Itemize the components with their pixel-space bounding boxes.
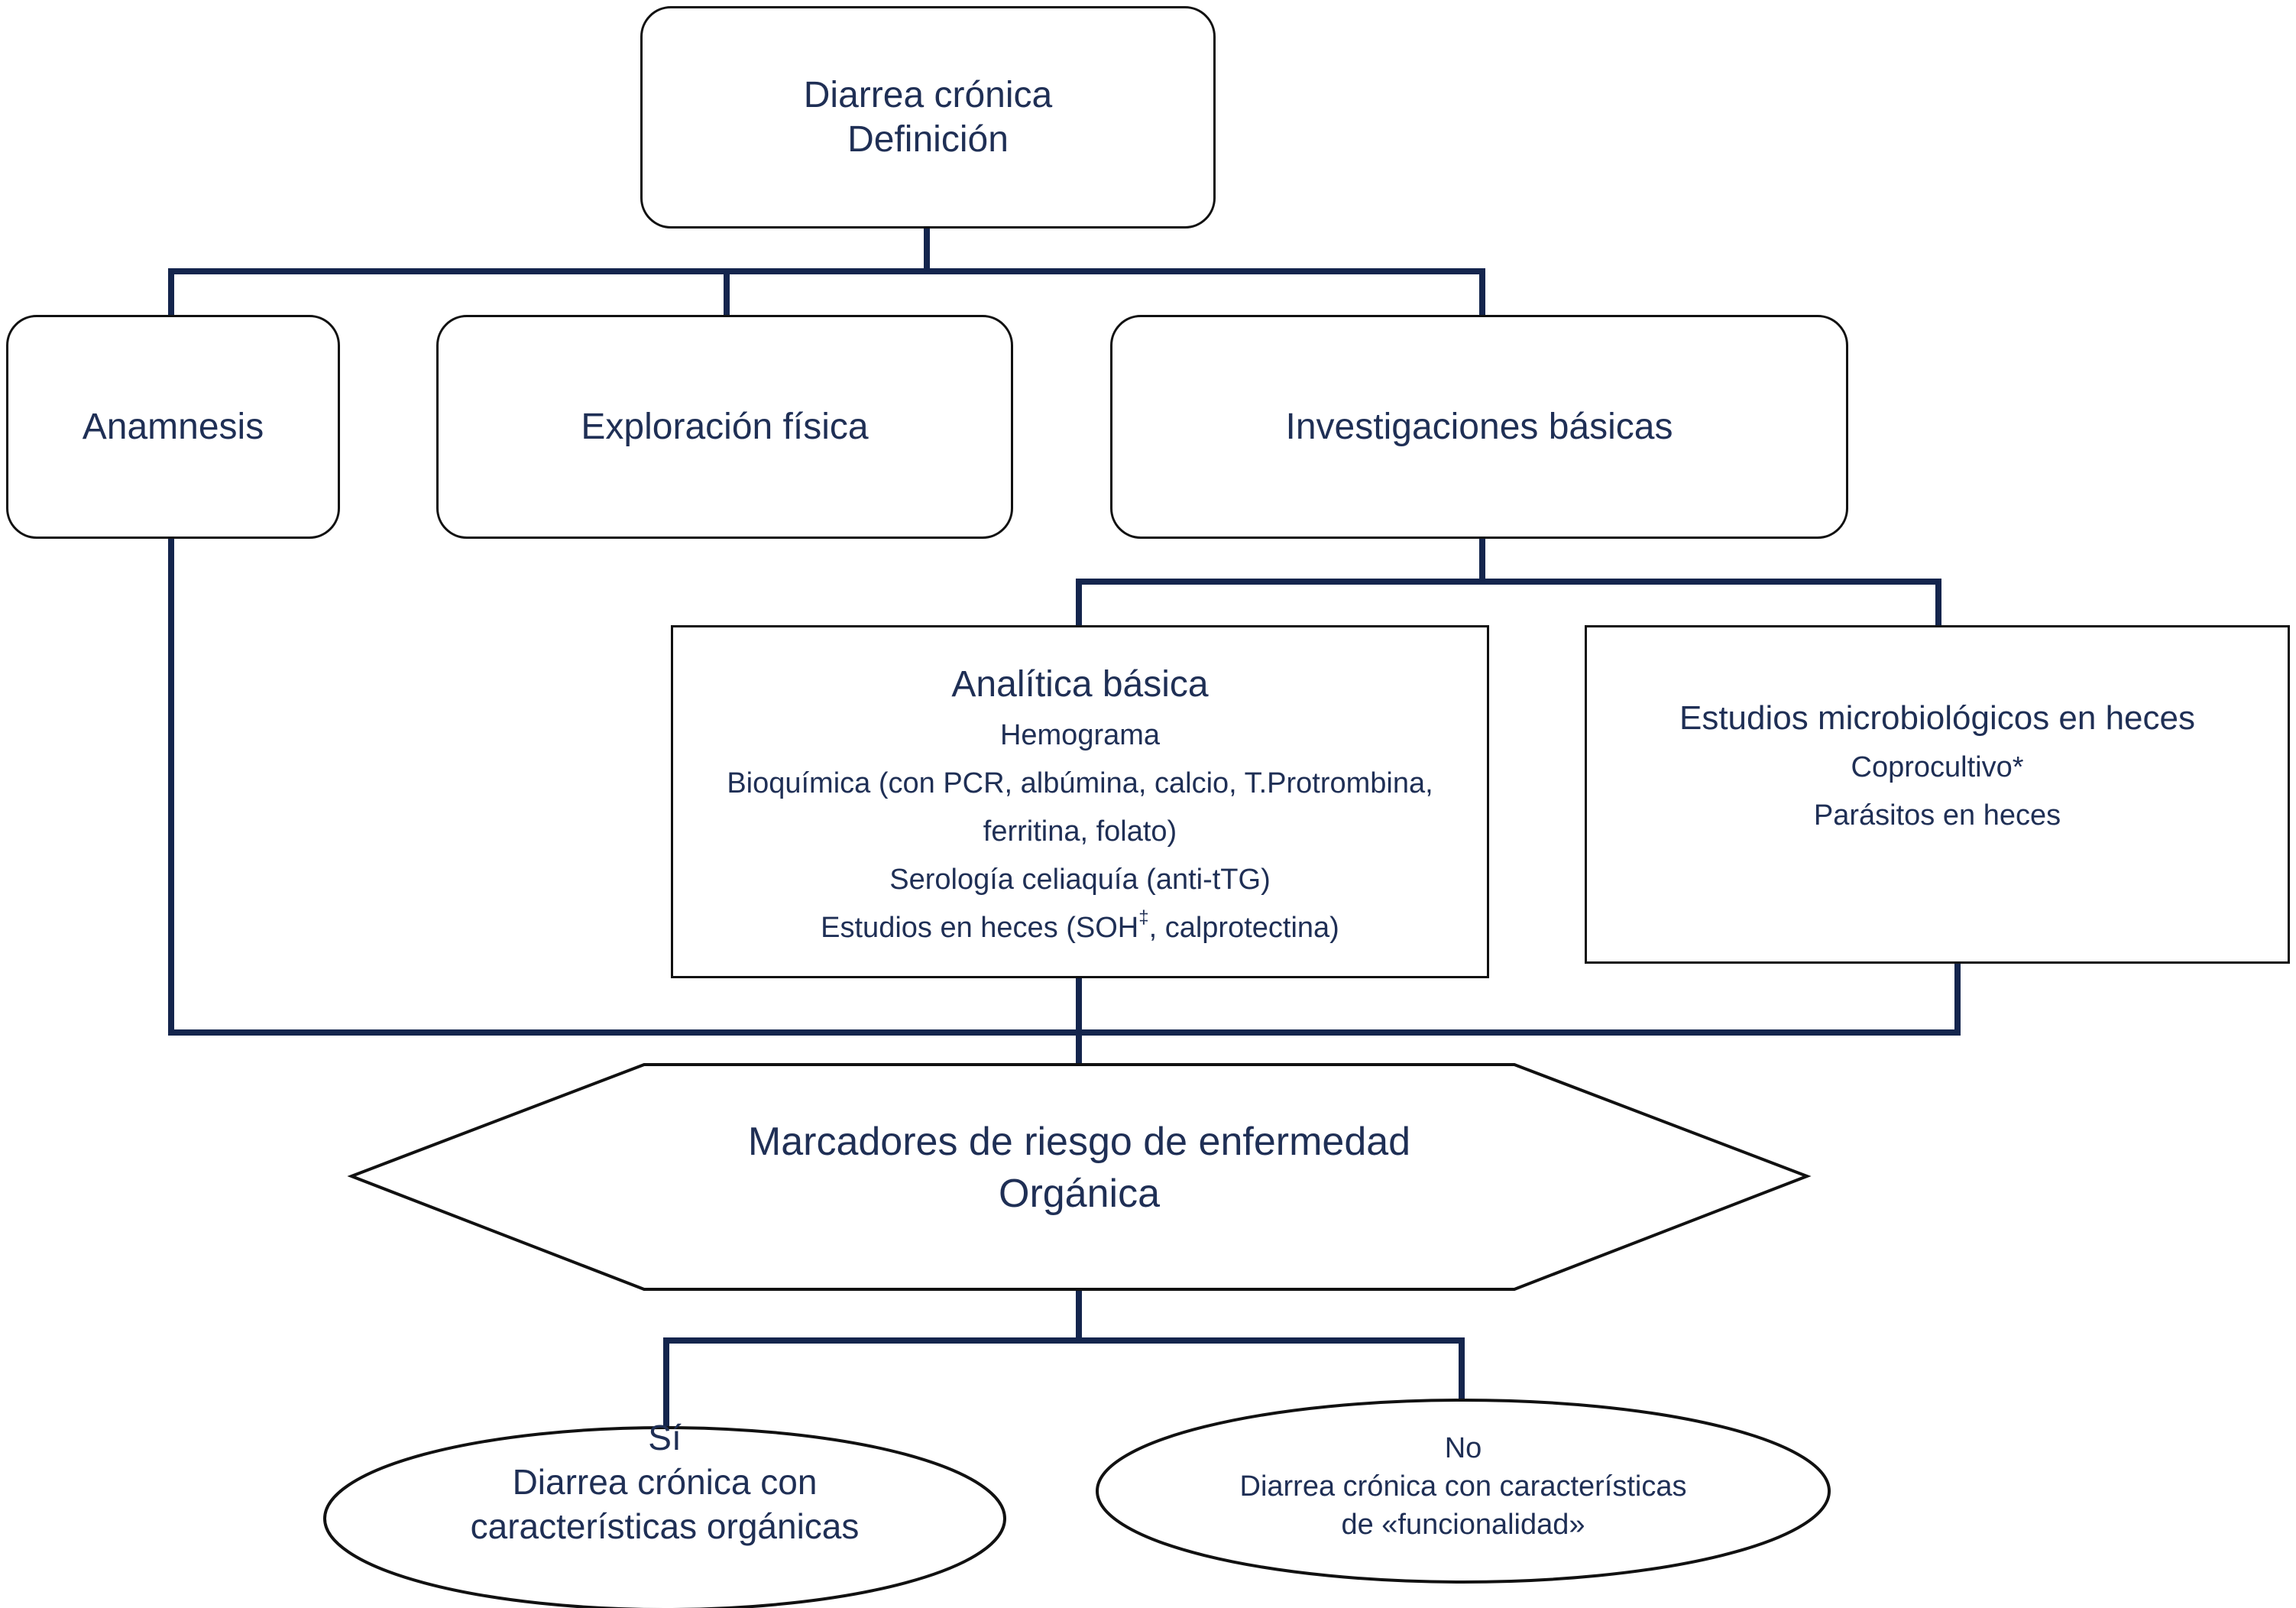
anamnesis-label: Anamnesis xyxy=(82,406,264,447)
heces-suffix: , calprotectina) xyxy=(1148,912,1339,944)
connector-root-to-level1 xyxy=(168,225,1485,318)
micro-item-coprocultivo: Coprocultivo* xyxy=(1851,751,2024,783)
microbiologicos-node: Estudios microbiológicos en heces Coproc… xyxy=(1585,625,2290,964)
microbiologicos-title: Estudios microbiológicos en heces xyxy=(1679,699,2196,737)
no-answer: No xyxy=(1444,1432,1482,1464)
no-label: No Diarrea crónica con características d… xyxy=(1119,1429,1807,1544)
marcadores-label: Marcadores de riesgo de enfermedad Orgán… xyxy=(644,1116,1514,1220)
investigaciones-node: Investigaciones básicas xyxy=(1110,315,1848,539)
analitica-item-heces: Estudios en heces (SOH‡, calprotectina) xyxy=(821,904,1339,952)
analitica-item-serologia: Serología celiaquía (anti-tTG) xyxy=(889,864,1271,896)
analitica-item-bioquimica-cont: ferritina, folato) xyxy=(983,815,1177,848)
marcadores-line2: Orgánica xyxy=(999,1172,1160,1216)
analitica-node: Analítica básica Hemograma Bioquímica (c… xyxy=(671,625,1489,978)
root-node: Diarrea crónica Definición xyxy=(640,6,1216,229)
investigaciones-label: Investigaciones básicas xyxy=(1285,406,1673,447)
connector-investigaciones-to-children xyxy=(1076,536,1941,628)
root-subtitle: Definición xyxy=(847,118,1009,160)
analitica-title: Analítica básica xyxy=(951,664,1209,705)
analitica-item-bioquimica: Bioquímica (con PCR, albúmina, calcio, T… xyxy=(727,767,1433,799)
heces-prefix: Estudios en heces (SOH xyxy=(821,912,1139,944)
micro-item-parasitos: Parásitos en heces xyxy=(1813,799,2061,832)
si-answer: Sí xyxy=(648,1418,682,1457)
marcadores-line1: Marcadores de riesgo de enfermedad xyxy=(747,1120,1411,1164)
anamnesis-node: Anamnesis xyxy=(6,315,340,539)
si-label: Sí Diarrea crónica con características o… xyxy=(359,1415,970,1548)
no-line1: Diarrea crónica con características xyxy=(1239,1470,1687,1503)
connector-to-marcadores xyxy=(168,536,1961,1068)
no-line2: de «funcionalidad» xyxy=(1341,1509,1585,1541)
si-line2: características orgánicas xyxy=(470,1506,860,1546)
analitica-item-hemograma: Hemograma xyxy=(999,719,1161,751)
si-ellipse xyxy=(323,1426,1006,1608)
double-dagger-footnote: ‡ xyxy=(1138,907,1149,928)
root-title: Diarrea crónica xyxy=(803,74,1053,115)
connector-marcadores-to-outcomes xyxy=(663,1286,1465,1431)
si-line1: Diarrea crónica con xyxy=(512,1462,818,1502)
exploracion-node: Exploración física xyxy=(436,315,1013,539)
exploracion-label: Exploración física xyxy=(581,406,869,447)
marcadores-hexagon xyxy=(347,1063,1812,1291)
no-ellipse xyxy=(1096,1399,1831,1584)
